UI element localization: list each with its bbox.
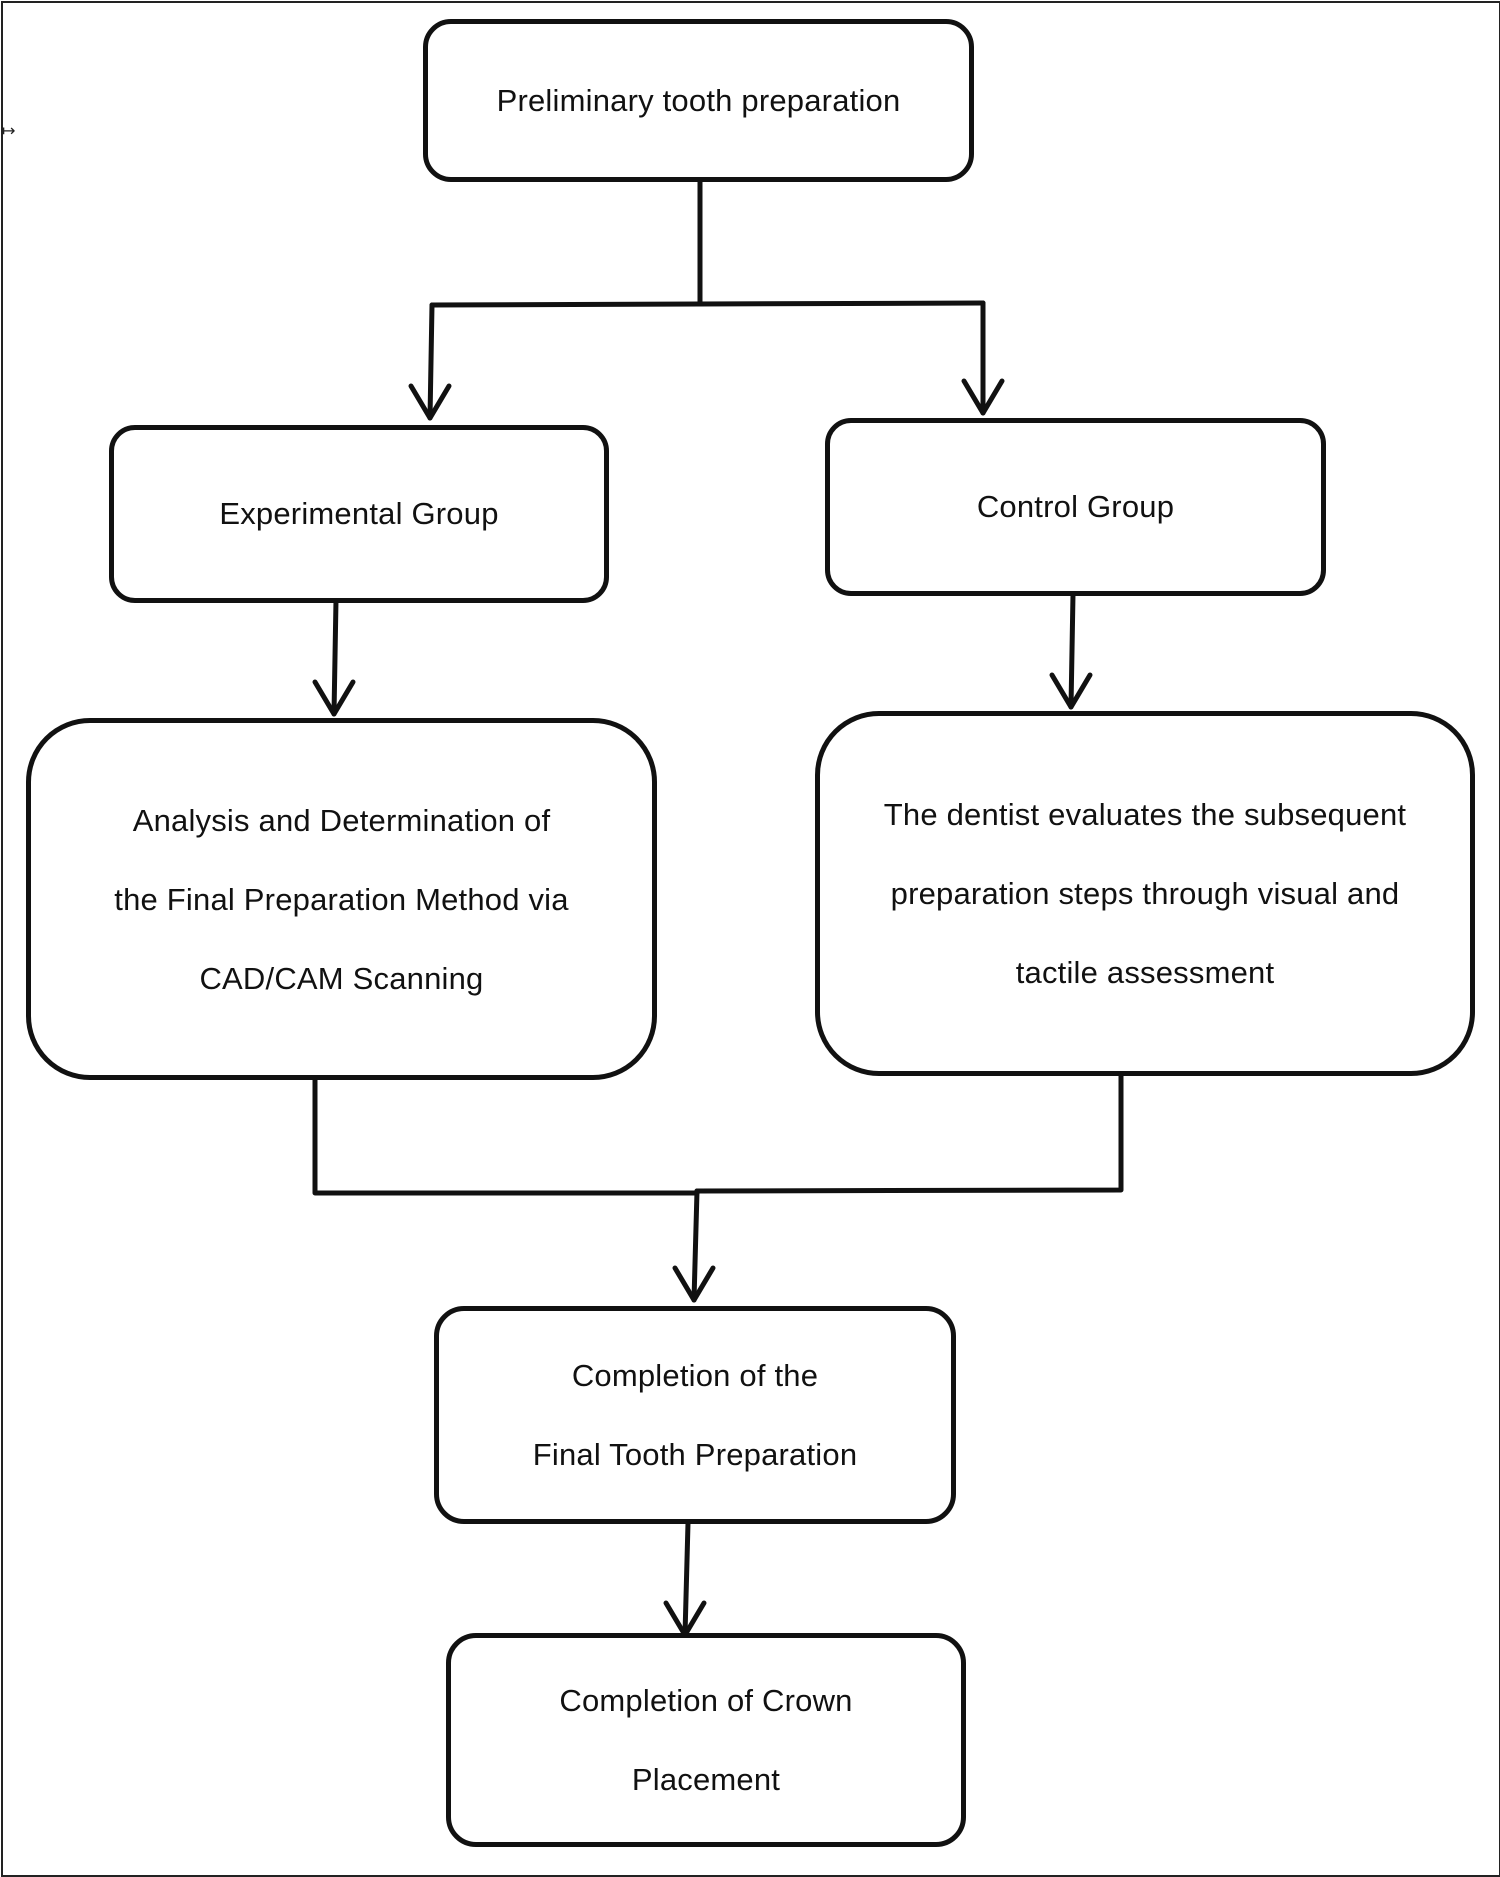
dentist-evaluation-box: The dentist evaluates the subsequent pre… [815,711,1475,1076]
arrowhead-experimental-icon [408,383,452,421]
final-preparation-line-1: Completion of the [571,1358,819,1393]
connector-experimental-analysis [331,597,339,717]
control-group-box: Control Group [825,418,1326,596]
analysis-step-box: Analysis and Determination of the Final … [26,718,657,1080]
experimental-group-label: Experimental Group [219,496,499,531]
dentist-evaluation-line-2: preparation steps through visual and [890,876,1400,911]
crown-placement-line-1: Completion of Crown [559,1683,853,1718]
crown-placement-box: Completion of Crown Placement [446,1633,966,1847]
analysis-step-line-2: the Final Preparation Method via [114,881,569,917]
experimental-group-box: Experimental Group [109,425,609,603]
connector-analysis-merge [312,1075,700,1196]
preliminary-step-label: Preliminary tooth preparation [496,82,901,118]
arrowhead-analysis-icon [312,679,356,717]
connector-merge-final [691,1188,700,1303]
arrowhead-dentist-icon [1049,672,1093,710]
connector-split-left [427,302,435,421]
arrowhead-control-icon [961,378,1005,416]
connector-final-crown [682,1520,691,1638]
analysis-step-line-3: CAD/CAM Scanning [199,960,484,996]
margin-arrow-icon: ↦ [2,123,16,140]
final-preparation-line-2: Final Tooth Preparation [532,1437,858,1472]
control-group-label: Control Group [976,489,1175,524]
connector-dentist-merge [694,1071,1124,1194]
preliminary-step-box: Preliminary tooth preparation [423,19,974,182]
connector-split-horizontal [429,300,986,308]
dentist-evaluation-line-1: The dentist evaluates the subsequent [883,797,1407,832]
connector-control-dentist [1068,591,1076,710]
analysis-step-line-1: Analysis and Determination of [132,802,551,838]
final-preparation-box: Completion of the Final Tooth Preparatio… [434,1306,956,1524]
crown-placement-line-2: Placement [631,1762,781,1797]
dentist-evaluation-line-3: tactile assessment [1015,955,1275,990]
arrowhead-final-icon [672,1265,716,1303]
